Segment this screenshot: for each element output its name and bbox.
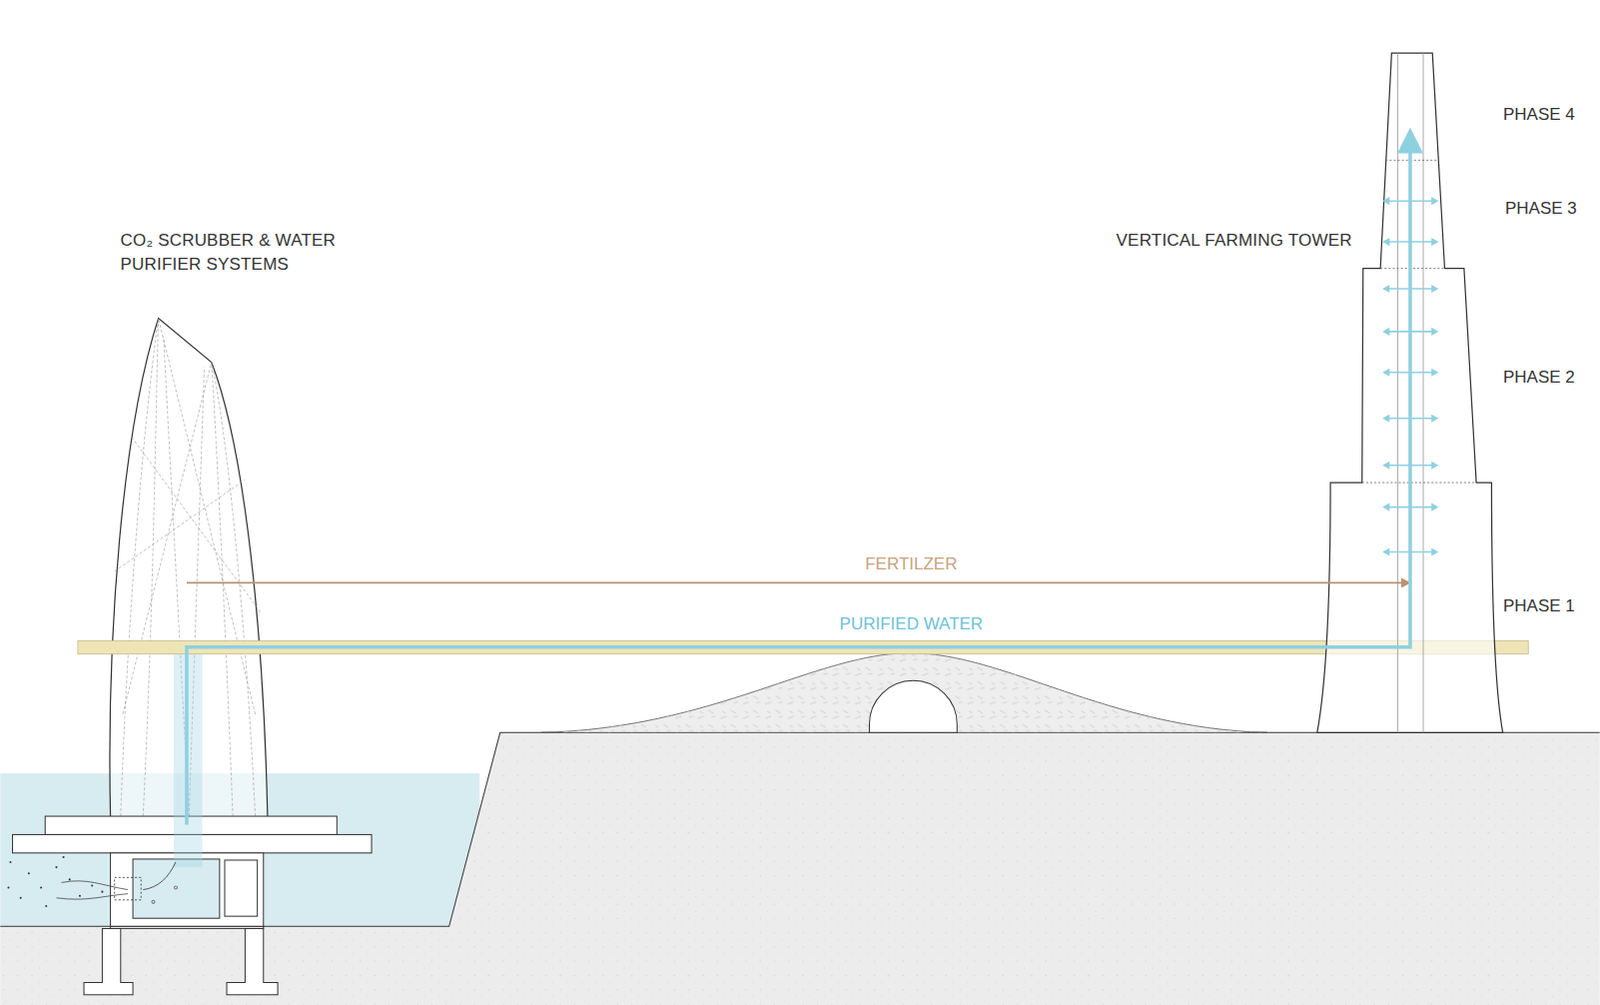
phase-label: PHASE 1 <box>1503 596 1576 617</box>
tower-outline <box>1317 52 1504 733</box>
scrubber-node: CO₂ SCRUBBER & WATER PURIFIER SYSTEMS <box>109 318 267 825</box>
co2-unit <box>224 859 258 916</box>
phase-label: PHASE 3 <box>1505 198 1578 219</box>
phase-label: PHASE 2 <box>1503 367 1576 388</box>
walkway-beam <box>77 640 1529 654</box>
bridge-mound <box>541 653 1268 734</box>
tower-node: VERTICAL FARMING TOWER <box>1316 52 1506 733</box>
flow-label: PURIFIED WATER <box>835 614 988 635</box>
water-line <box>186 132 1411 825</box>
pile-legs <box>83 925 278 994</box>
water-pipe <box>173 653 203 867</box>
node-heading: VERTICAL FARMING TOWER <box>1116 228 1353 254</box>
phase-dividers <box>1362 159 1477 483</box>
fertilizer-line <box>186 582 1411 585</box>
purifier-tank <box>132 858 220 918</box>
phase-label: PHASE 4 <box>1503 104 1576 125</box>
bridge-arch <box>868 680 957 733</box>
distribution-arrows <box>1382 196 1439 557</box>
flow-label: FERTILZER <box>860 554 961 575</box>
node-heading: CO₂ SCRUBBER & WATER PURIFIER SYSTEMS <box>120 228 371 278</box>
